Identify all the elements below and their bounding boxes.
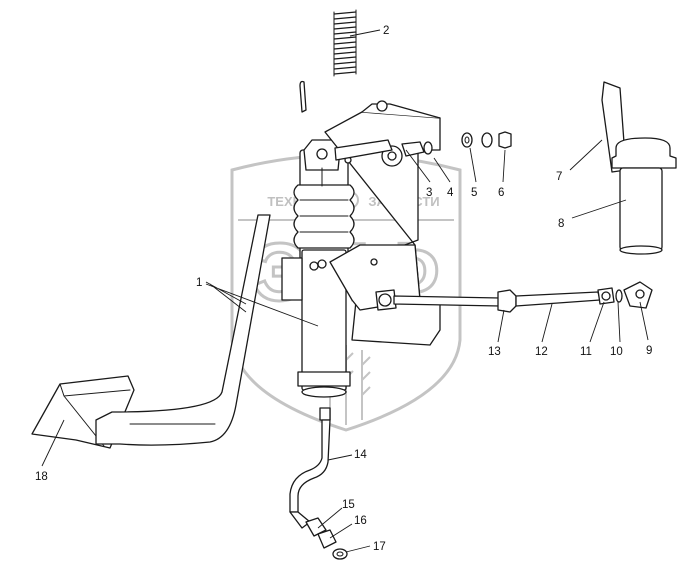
washer-5 [461,132,473,148]
callout-14: 14 [354,449,367,461]
callout-4: 4 [447,187,454,199]
leader-12 [541,303,553,343]
leader-5 [469,147,477,183]
leader-13 [497,309,505,343]
pin-4 [401,141,425,157]
washer-small [423,141,433,155]
fitting-11-nut [601,291,611,301]
bracket-bolt-low [370,258,378,266]
bracket-pivot-inner [387,151,397,161]
callout-labels: 1 2 3 4 5 6 7 8 9 10 11 12 13 14 15 16 1… [35,25,652,553]
leader-8 [571,199,627,219]
spring-coils [333,11,357,75]
leader-2 [349,29,381,37]
pedal-bracket [317,100,441,346]
callout-11: 11 [580,346,592,358]
callout-9: 9 [646,345,652,357]
nut-16 [317,529,337,549]
bracket-bolt-top [376,100,388,112]
cylinder-reservoir [281,257,303,301]
outlet-line [393,281,653,313]
clevis-pin [316,148,328,160]
callout-5: 5 [471,187,477,199]
callout-1: 1 [196,277,202,289]
leader-16 [329,523,353,539]
callout-16: 16 [354,515,367,527]
leader-1 [205,281,319,327]
fluid-reservoir [601,81,677,255]
leader-4 [433,157,451,183]
leader-6 [502,149,506,183]
callout-8: 8 [558,218,564,230]
washer-10 [615,289,623,303]
callout-3: 3 [426,187,432,199]
spring-outline [333,9,357,77]
leader-10 [617,301,621,343]
cylinder-boot-ribs [299,199,349,233]
cylinder-bottom [301,386,347,398]
pipe-to-hose [393,295,501,307]
leader-3 [405,149,431,183]
callout-17: 17 [373,541,386,553]
callout-13: 13 [488,346,501,358]
clutch-pedal [31,214,271,449]
bracket-link [334,139,393,161]
leader-15 [317,507,343,529]
fitting-15 [305,517,327,537]
callout-7: 7 [556,171,562,183]
reservoir-cap [611,137,677,169]
cotter-pin [299,80,307,113]
leader-18 [41,419,65,467]
leader-lines [41,29,649,553]
leader-7 [569,139,603,171]
return-spring [333,9,357,77]
leader-17 [345,545,371,553]
lower-pipe-fitting [319,407,331,421]
washer-5-hole [464,136,470,144]
leader-14 [327,454,353,461]
reservoir-body-8 [619,167,663,251]
bracket-outlet-nut [378,293,392,307]
callout-2: 2 [383,25,389,37]
hose-12 [515,291,601,307]
lock-washer [481,132,493,148]
master-cylinder [281,139,355,398]
reservoir-bottom [619,245,663,255]
bracket-mount-hole [317,259,327,269]
cylinder-ring [297,371,351,387]
banjo-9-hole [635,289,645,299]
pedal-lever [95,214,271,446]
washer-17-hole [336,551,344,557]
callout-18: 18 [35,471,48,483]
cylinder-fitting [309,261,319,271]
callout-15: 15 [342,499,355,511]
pipe-14-end [289,511,311,529]
hose-clamp-13 [497,289,517,313]
lower-pipe-assembly [289,407,348,560]
washer-17 [332,548,348,560]
callout-12: 12 [535,346,548,358]
pipe-14 [289,419,331,513]
callout-10: 10 [610,346,623,358]
nut-6 [498,131,512,149]
leader-9 [639,301,649,341]
leader-11 [589,301,605,343]
callout-6: 6 [498,187,504,199]
